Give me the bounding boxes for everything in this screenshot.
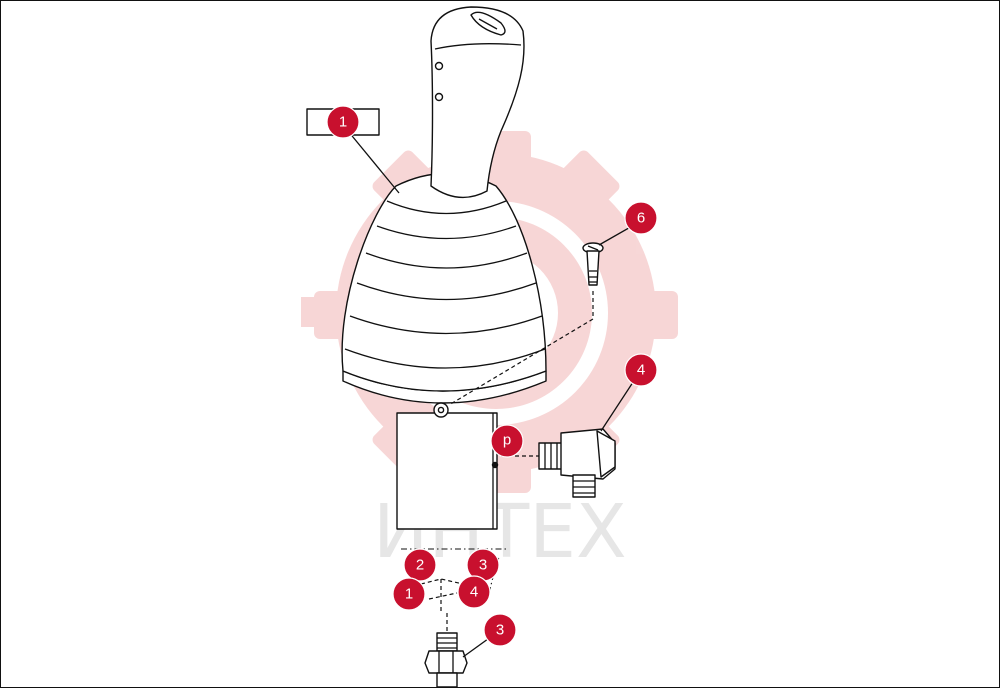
svg-text:3: 3: [496, 622, 504, 639]
svg-text:p: p: [503, 432, 511, 449]
svg-text:4: 4: [470, 584, 478, 601]
svg-text:4: 4: [637, 362, 645, 379]
callout-port-p: p: [490, 424, 524, 458]
svg-text:3: 3: [479, 557, 487, 574]
bottom-fitting: [424, 632, 468, 688]
valve-body: [396, 412, 499, 530]
svg-text:1: 1: [339, 114, 347, 131]
svg-text:2: 2: [416, 557, 424, 574]
screw: [582, 242, 604, 286]
callout-port-2: 2: [403, 548, 437, 582]
svg-text:1: 1: [405, 586, 413, 603]
svg-text:6: 6: [637, 210, 645, 227]
callout-fitting: 4: [624, 353, 658, 387]
callout-handle-part: 1: [326, 105, 360, 139]
callout-port-1: 1: [392, 577, 426, 611]
rubber-boot: [341, 172, 547, 392]
callout-port-4: 4: [457, 575, 491, 609]
joystick-handle: [430, 6, 525, 199]
callout-screw: 6: [624, 201, 658, 235]
callout-bottom-fitting: 3: [483, 613, 517, 647]
banjo-fitting: [538, 428, 616, 498]
